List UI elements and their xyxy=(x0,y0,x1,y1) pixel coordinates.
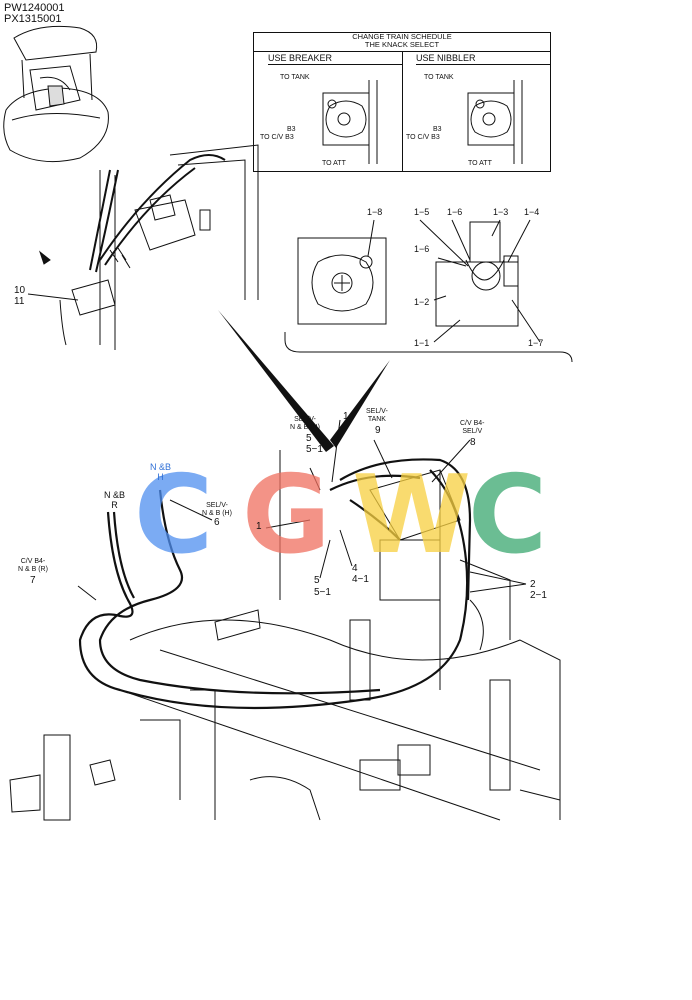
callout-5-1-top: 5−1 xyxy=(306,444,323,455)
detail-label-1-6a: 1−6 xyxy=(447,207,463,217)
breaker-to-tank: TO TANK xyxy=(280,74,310,81)
lower-hoses xyxy=(78,458,472,710)
callout-5-1-bottom: 5−1 xyxy=(314,587,331,598)
use-breaker-label: USE BREAKER xyxy=(268,52,402,65)
schedule-title-line1: CHANGE TRAIN SCHEDULE xyxy=(352,32,452,41)
detail-label-1-5: 1−5 xyxy=(414,207,430,217)
detail-label-1-3: 1−3 xyxy=(493,207,509,217)
callout-7: 7 xyxy=(30,575,36,586)
watermark: C G W C xyxy=(134,453,547,578)
breaker-to-att: TO ATT xyxy=(322,160,346,167)
watermark-letter-1: C xyxy=(134,453,213,578)
schedule-divider xyxy=(402,51,403,171)
part-number-10: 10 xyxy=(14,285,26,296)
callout-sel-nb-h: SEL/V- N & B (H) xyxy=(290,416,320,431)
watermark-letter-2: G xyxy=(242,453,331,578)
callout-4: 4 xyxy=(352,563,358,574)
callout-2-1: 2−1 xyxy=(530,590,547,601)
callout-sel-tank: SEL/V- TANK xyxy=(366,408,388,423)
callout-9: 9 xyxy=(375,425,381,436)
nibbler-to-tank: TO TANK xyxy=(424,74,454,81)
watermark-letter-3: W xyxy=(352,453,471,578)
detail-label-1-1: 1−1 xyxy=(414,338,430,348)
detail-valve-section xyxy=(435,261,519,327)
nibbler-to-att: TO ATT xyxy=(468,160,492,167)
detail-label-1-2: 1−2 xyxy=(414,297,430,307)
callout-8: 8 xyxy=(470,437,476,448)
callout-nb-r: N &B R xyxy=(104,490,126,510)
cab-inset-illustration xyxy=(3,25,109,163)
callout-4-1: 4−1 xyxy=(352,574,369,585)
callout-sel-nb-h6: SEL/V- N & B (H) xyxy=(202,502,232,517)
schedule-title-line2: THE KNACK SELECT xyxy=(364,40,440,49)
nibbler-to-cv: TO C/V B3 xyxy=(406,134,440,141)
callout-6: 6 xyxy=(214,517,220,528)
callout-1-left: 1 xyxy=(256,521,262,532)
detail-label-1-6b: 1−6 xyxy=(414,244,430,254)
breaker-valve-symbol xyxy=(322,80,378,164)
breaker-b3: B3 xyxy=(287,126,296,133)
machine-upper-frame xyxy=(59,144,259,350)
callout-cv-b4-r: C/V B4- N & B (R) xyxy=(18,558,48,573)
detail-label-1-7: 1−7 xyxy=(528,338,544,348)
callout-cv-b4: C/V B4- SEL/V xyxy=(460,420,485,435)
callout-1-top: 1 xyxy=(343,411,349,422)
breaker-to-cv: TO C/V B3 xyxy=(260,134,294,141)
detail-valve-face xyxy=(297,237,387,325)
watermark-letter-4: C xyxy=(468,453,547,578)
callout-5-top: 5 xyxy=(306,433,312,444)
upper-hoses xyxy=(89,154,226,273)
part-code-2: PX1315001 xyxy=(4,13,62,25)
part-number-11: 11 xyxy=(14,296,25,307)
part-code-1: PW1240001 xyxy=(4,2,65,14)
use-nibbler-label: USE NIBBLER xyxy=(416,52,550,65)
schedule-header: CHANGE TRAIN SCHEDULE THE KNACK SELECT xyxy=(254,33,550,52)
detail-label-1-8: 1−8 xyxy=(367,207,383,217)
callout-2: 2 xyxy=(530,579,536,590)
nibbler-valve-symbol xyxy=(467,80,523,164)
nibbler-b3: B3 xyxy=(433,126,442,133)
detail-label-1-4: 1−4 xyxy=(524,207,540,217)
change-schedule-box: CHANGE TRAIN SCHEDULE THE KNACK SELECT U… xyxy=(253,32,551,172)
callout-5-bottom: 5 xyxy=(314,575,320,586)
callout-nb-h: N &B H xyxy=(150,462,172,482)
